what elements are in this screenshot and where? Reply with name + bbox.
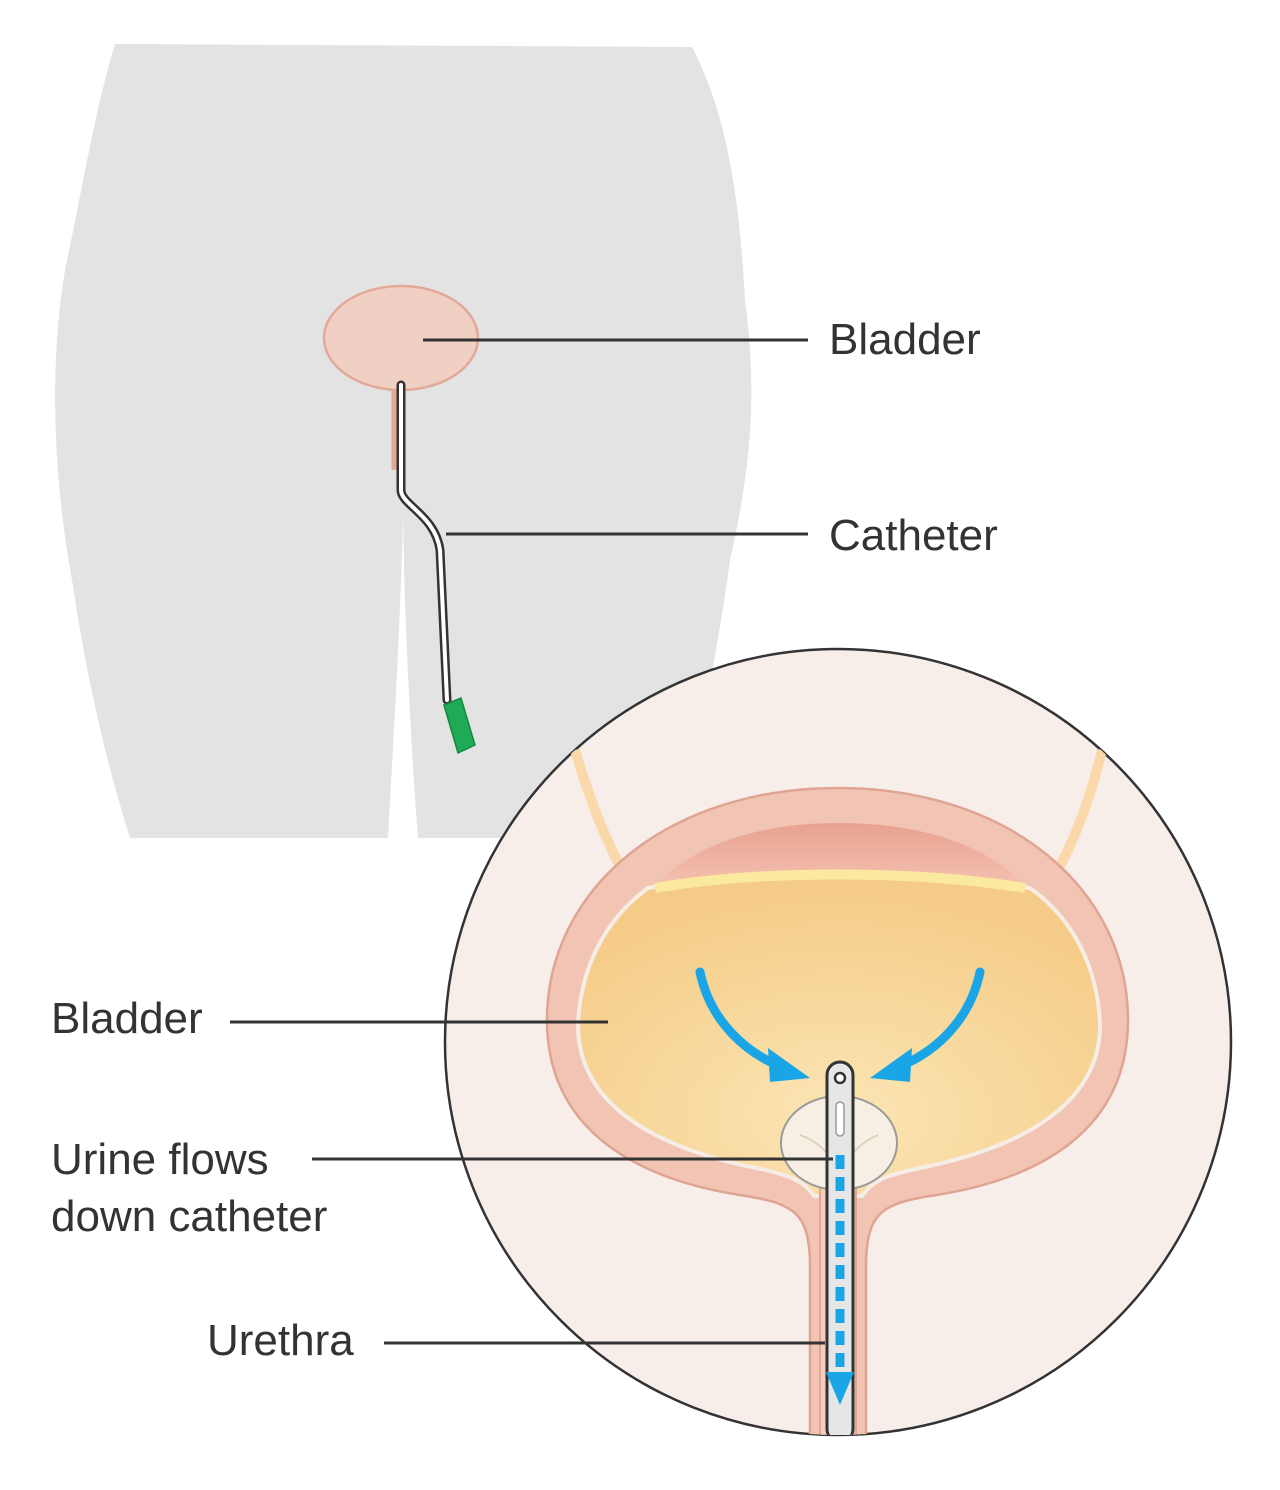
catheter-tube	[396, 380, 452, 705]
label-urine-flows-line1: Urine flows	[51, 1135, 269, 1184]
label-urine-flows-line2: down catheter	[51, 1192, 328, 1241]
catheter-eye	[833, 1071, 847, 1085]
label-catheter-top: Catheter	[829, 511, 998, 560]
label-bladder-top: Bladder	[829, 315, 981, 364]
urine-surface	[654, 869, 1026, 893]
ureter-right	[1050, 748, 1107, 878]
label-urethra: Urethra	[207, 1316, 354, 1365]
flow-arrow-head	[826, 1372, 854, 1405]
label-bladder-zoom: Bladder	[51, 994, 203, 1043]
catheter-tip	[443, 696, 476, 755]
catheter-drain-hole	[835, 1101, 845, 1137]
bladder-small	[322, 284, 480, 392]
